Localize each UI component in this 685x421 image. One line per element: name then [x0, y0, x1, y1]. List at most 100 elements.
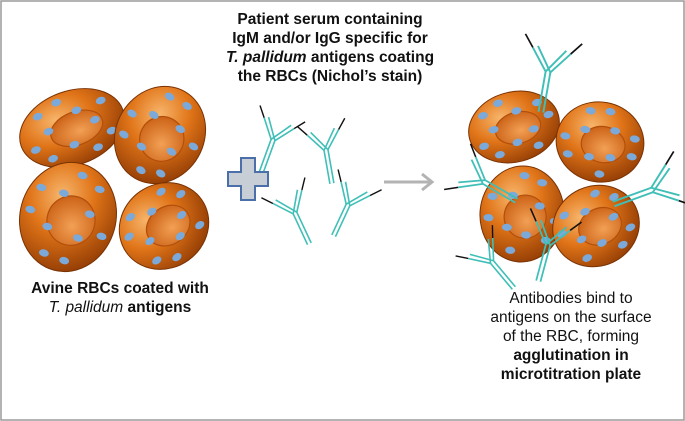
- antigen-dot: [119, 130, 129, 139]
- serum-caption-line-3-rest: antigens coating: [306, 49, 435, 66]
- antigen-dot: [560, 132, 571, 140]
- antigen-dot: [519, 172, 530, 180]
- antigen-dot: [626, 153, 637, 161]
- antigen-dot: [584, 153, 595, 161]
- antibody-y-icon: [331, 169, 382, 237]
- result-caption-line-2: antigens on the surface: [490, 309, 652, 326]
- antigen-dot: [629, 135, 640, 143]
- antigen-dot: [147, 207, 157, 216]
- antigen-dot: [610, 127, 621, 135]
- antigen-dot: [152, 256, 162, 265]
- antigen-dot: [73, 234, 83, 242]
- antigen-dot: [605, 154, 616, 162]
- red-blood-cell-icon: [19, 88, 125, 168]
- result-caption: Antibodies bind to antigens on the surfa…: [460, 289, 682, 384]
- antigen-dot: [176, 189, 186, 199]
- antigen-dot: [597, 239, 607, 247]
- antigen-dot: [521, 231, 532, 239]
- serum-caption-line-2: IgM and/or IgG specific for: [232, 30, 428, 47]
- antigen-dot: [31, 146, 41, 154]
- antigen-dot: [93, 143, 103, 151]
- rbc-center: [580, 125, 626, 164]
- result-caption-line-3: of the RBC, forming: [502, 328, 640, 345]
- antigen-dot: [478, 112, 488, 120]
- serum-caption-line-3: T. pallidum antigens coating: [170, 48, 490, 67]
- antigen-dot: [580, 125, 591, 134]
- antigen-dot: [36, 183, 47, 192]
- antigen-dot: [608, 212, 619, 221]
- antigen-dot: [32, 112, 43, 121]
- antigen-dot: [512, 138, 523, 147]
- antibody-y-icon: [455, 225, 516, 290]
- antigen-dot: [487, 192, 498, 200]
- antigen-dot: [94, 185, 105, 194]
- antigen-dot: [594, 170, 605, 178]
- red-blood-cell-icon: [113, 85, 207, 185]
- antigen-dot: [585, 107, 596, 115]
- antigen-dot: [188, 142, 199, 151]
- antigen-dot: [77, 171, 88, 180]
- cells-layer: [18, 85, 645, 273]
- antigen-dot: [127, 109, 137, 118]
- antibody-y-icon: [261, 177, 312, 245]
- antigen-dot: [59, 256, 70, 265]
- antigen-dot: [59, 189, 69, 197]
- antigen-dot: [618, 240, 628, 249]
- antigen-dot: [95, 96, 106, 105]
- antigen-dot: [175, 232, 185, 241]
- red-blood-cell-icon: [468, 90, 560, 164]
- rbc-caption-species: T. pallidum: [48, 299, 124, 316]
- rbc-center: [50, 109, 104, 148]
- antigen-dot: [84, 210, 95, 218]
- antigen-dot: [479, 142, 489, 150]
- antigen-dot: [43, 127, 54, 136]
- antigen-dot: [136, 166, 146, 175]
- red-blood-cell-icon: [555, 101, 645, 183]
- antigen-dot: [156, 187, 166, 196]
- antigen-dot: [51, 98, 62, 107]
- antigen-dot: [576, 235, 587, 244]
- antigen-dot: [166, 147, 177, 156]
- antigen-dot: [511, 107, 522, 115]
- antigen-dot: [582, 254, 592, 262]
- serum-caption-line-4: the RBCs (Nichol’s stain): [237, 68, 423, 85]
- plus-icon: [227, 157, 269, 201]
- antigen-dot: [537, 179, 548, 187]
- antigen-dot: [195, 221, 205, 230]
- antigen-dot: [124, 232, 134, 241]
- antigen-dot: [48, 154, 58, 163]
- red-blood-cell-icon: [118, 182, 210, 270]
- antigen-dot: [534, 202, 545, 210]
- antibody-y-icon: [297, 117, 346, 184]
- antibodies-layer: [258, 33, 685, 290]
- antigen-dot: [625, 223, 636, 232]
- rbc-caption-line-2: T. pallidum antigens: [0, 298, 240, 317]
- rbc-center: [46, 195, 96, 246]
- antibody-y-icon: [258, 105, 306, 173]
- rbc-caption-line-2-rest: antigens: [123, 299, 192, 316]
- right-arrow-icon: [384, 172, 435, 192]
- antigen-dot: [149, 111, 159, 119]
- antigen-dot: [543, 110, 554, 119]
- antigen-dot: [136, 142, 147, 151]
- antigen-dot: [483, 213, 494, 222]
- result-caption-line-1: Antibodies bind to: [509, 290, 633, 307]
- antigen-dot: [590, 189, 600, 198]
- antigen-dot: [25, 205, 36, 214]
- antigen-dot: [501, 223, 512, 231]
- antibody-y-icon: [612, 151, 685, 208]
- antigen-dot: [609, 193, 619, 201]
- antigen-dot: [156, 169, 166, 178]
- result-caption-line-4: agglutination in: [513, 347, 629, 364]
- antigen-dot: [488, 125, 499, 134]
- antigen-dot: [164, 92, 175, 101]
- antigen-dot: [125, 212, 135, 222]
- antigen-dot: [42, 222, 53, 231]
- antigen-dot: [562, 150, 573, 158]
- antigen-dot: [493, 99, 503, 107]
- antigen-dot: [39, 249, 49, 257]
- antigen-dot: [71, 106, 82, 115]
- antigen-dot: [176, 210, 187, 220]
